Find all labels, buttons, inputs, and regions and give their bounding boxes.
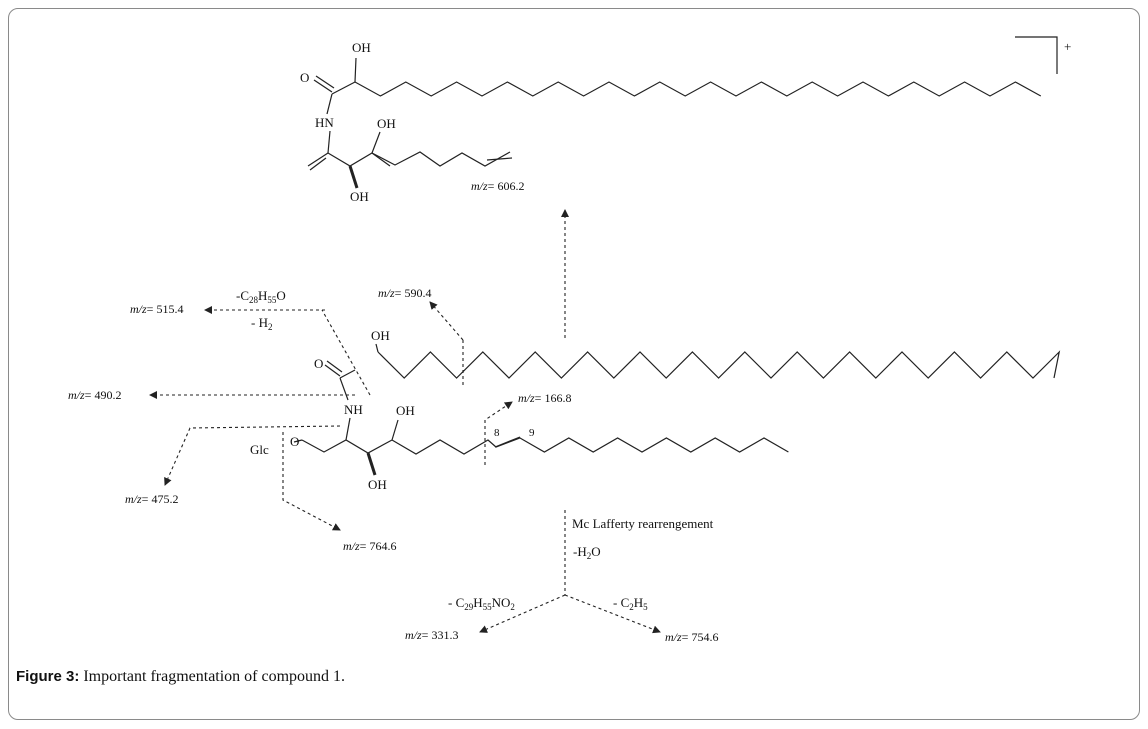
parent-c8-c9-double xyxy=(494,436,521,448)
parent-alpha-oh-bond xyxy=(375,343,379,353)
loss-h2o: -H2O xyxy=(573,544,601,561)
mz-331-label: m/z= 331.3 xyxy=(405,628,458,642)
parent-carbonyl-oxygen: O xyxy=(314,356,323,371)
top-co-double-1 xyxy=(313,79,333,93)
top-amide-bond xyxy=(326,93,333,115)
top-methylene-2 xyxy=(309,157,327,171)
parent-amide-bond xyxy=(339,377,349,401)
mz-754-label: m/z= 754.6 xyxy=(665,630,718,644)
top-carbonyl-oxygen: O xyxy=(300,70,309,85)
mz-490-label: m/z= 490.2 xyxy=(68,388,121,402)
top-acyl-chain xyxy=(354,81,1042,97)
loss-c2h5: - C2H5 xyxy=(613,595,648,612)
mz-166-label: m/z= 166.8 xyxy=(518,391,571,405)
carbon-8-label: 8 xyxy=(494,427,500,439)
parent-acyl-chain xyxy=(377,350,1061,379)
loss-h2: - H2 xyxy=(251,315,272,332)
top-oh-bond-upper xyxy=(371,131,381,154)
charge-symbol: + xyxy=(1064,39,1071,54)
arrow-515-stem xyxy=(321,309,371,396)
figure-frame xyxy=(8,8,1140,720)
top-oh-upper: OH xyxy=(377,116,396,131)
mz-515-label: m/z= 515.4 xyxy=(130,302,183,316)
parent-n-c-bond xyxy=(345,417,351,441)
loss-c29h55no2: - C29H55NO2 xyxy=(448,595,515,612)
top-terminal-double xyxy=(486,157,513,161)
arrow-to-754 xyxy=(564,594,661,634)
parent-sphingoid-chain xyxy=(391,437,789,455)
charge-bracket xyxy=(1015,36,1058,74)
parent-co-double-1 xyxy=(324,364,341,377)
mz-764-label: m/z= 764.6 xyxy=(343,539,396,553)
loss-c28h55o: -C28H55O xyxy=(236,288,286,305)
top-methylene-1 xyxy=(307,152,329,167)
top-sphingoid-tail xyxy=(371,151,511,167)
caption-label: Figure 3: xyxy=(16,668,80,685)
top-hn-label: HN xyxy=(315,115,334,130)
arrow-to-475 xyxy=(164,425,341,486)
parent-carbonyl-bond xyxy=(339,369,356,379)
mz-606-label: m/z= 606.2 xyxy=(471,179,524,193)
top-fragment-structure: + O OH HN OH OH m/z= 606.2 xyxy=(300,36,1071,204)
parent-oh-wedge-lower xyxy=(366,452,377,476)
fragment-labels: m/z= 515.4 m/z= 590.4 m/z= 490.2 m/z= 16… xyxy=(68,286,718,644)
caption-text: Important fragmentation of compound 1. xyxy=(79,668,346,685)
figure-caption: Figure 3: Important fragmentation of com… xyxy=(16,668,345,686)
fragmentation-arrows xyxy=(149,209,661,634)
parent-oh-upper: OH xyxy=(396,403,415,418)
top-alpha-oh-bond xyxy=(354,57,357,83)
top-n-c-bond xyxy=(327,130,331,154)
parent-alpha-oh: OH xyxy=(371,328,390,343)
parent-glycosidic-oxygen: O xyxy=(290,434,299,449)
mclafferty-label: Mc Lafferty rearrengement xyxy=(572,516,714,531)
mz-590-label: m/z= 590.4 xyxy=(378,286,431,300)
parent-co-double-2 xyxy=(326,360,343,373)
parent-nh-label: NH xyxy=(344,402,363,417)
parent-oh-lower: OH xyxy=(368,477,387,492)
parent-oh-bond-upper xyxy=(391,419,399,441)
top-carbonyl-bond xyxy=(331,81,356,95)
parent-glc-o-bond xyxy=(293,439,303,443)
mz-475-label: m/z= 475.2 xyxy=(125,492,178,506)
top-co-double-2 xyxy=(315,75,335,89)
arrow-to-764 xyxy=(282,432,341,531)
parent-glc-label: Glc xyxy=(250,442,269,457)
arrow-to-166 xyxy=(484,401,513,465)
top-oh-wedge-lower xyxy=(348,165,359,189)
top-oh-lower: OH xyxy=(350,189,369,204)
parent-structure: O OH NH O Glc OH OH 8 9 xyxy=(250,328,1061,492)
carbon-9-label: 9 xyxy=(529,427,535,439)
arrow-to-590 xyxy=(429,301,464,341)
parent-sphingoid-start xyxy=(301,439,393,454)
top-sphingoid-start xyxy=(327,152,391,167)
top-alpha-oh: OH xyxy=(352,40,371,55)
